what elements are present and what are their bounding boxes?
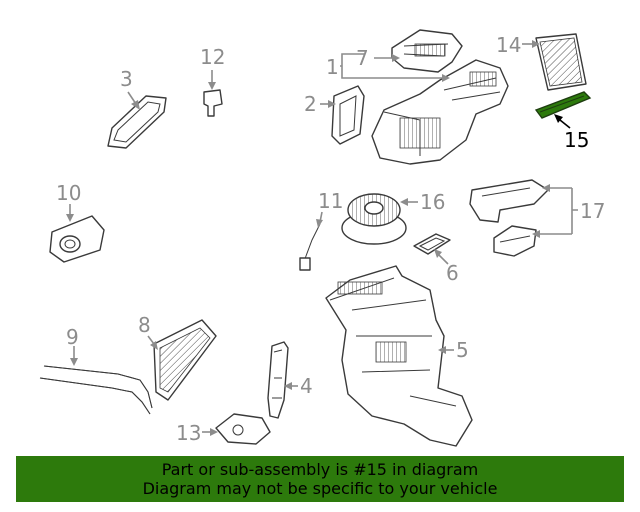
- part-1-hvac-case: [371, 59, 509, 165]
- callout-2: 2: [304, 92, 336, 116]
- part-17-modules: [469, 179, 549, 257]
- part-13-motor: [215, 413, 271, 445]
- callout-label: 15: [564, 128, 589, 152]
- callout-3: 3: [120, 67, 140, 110]
- callout-label: 11: [318, 189, 343, 213]
- part-7-duct: [391, 29, 463, 73]
- callout-8: 8: [138, 313, 158, 350]
- part-11-harness: [299, 223, 321, 271]
- callout-label: 2: [304, 92, 317, 116]
- callout-16: 16: [400, 190, 445, 214]
- callout-label: 8: [138, 313, 151, 337]
- callout-1: 1: [326, 53, 450, 82]
- banner-line-2: Diagram may not be specific to your vehi…: [142, 479, 498, 498]
- part-14-filter: [535, 33, 587, 91]
- callout-label: 16: [420, 190, 445, 214]
- callout-4: 4: [284, 374, 313, 398]
- callout-14: 14: [496, 33, 540, 57]
- part-16-blower: [341, 193, 407, 245]
- callout-10: 10: [56, 181, 81, 222]
- callout-label: 1: [326, 55, 339, 79]
- callout-label: 7: [356, 46, 369, 70]
- part-6-insert: [413, 233, 451, 255]
- callout-label: 4: [300, 374, 313, 398]
- callout-label: 12: [200, 45, 225, 69]
- part-5-housing: [325, 265, 473, 447]
- callout-label: 6: [446, 261, 459, 285]
- callout-label: 17: [580, 199, 605, 223]
- callout-label: 9: [66, 325, 79, 349]
- callout-label: 13: [176, 421, 201, 445]
- callout-label: 5: [456, 338, 469, 362]
- banner-line-1: Part or sub-assembly is #15 in diagram: [161, 460, 479, 479]
- callout-7: 7: [356, 46, 400, 70]
- callout-12: 12: [200, 45, 225, 90]
- callout-11: 11: [316, 189, 343, 228]
- part-8-heater-core: [153, 319, 217, 401]
- part-2-door: [331, 85, 365, 145]
- callout-5: 5: [438, 338, 469, 362]
- parts-diagram: 1 7 2 3 12 14 15 10 11: [39, 29, 605, 447]
- part-4-actuator: [267, 341, 289, 419]
- info-banner: Part or sub-assembly is #15 in diagram D…: [16, 456, 624, 502]
- callout-label: 3: [120, 67, 133, 91]
- callout-label: 10: [56, 181, 81, 205]
- part-9-pipes: [39, 365, 153, 415]
- part-15-highlighted: [534, 91, 592, 119]
- part-3-seal: [107, 95, 167, 149]
- part-10-valve: [49, 215, 105, 263]
- callout-17: 17: [532, 184, 605, 238]
- callout-9: 9: [66, 325, 79, 366]
- callout-6: 6: [434, 249, 459, 285]
- callout-13: 13: [176, 421, 218, 445]
- part-12-sensor: [203, 89, 223, 117]
- callout-label: 14: [496, 33, 521, 57]
- callout-15: 15: [554, 114, 589, 152]
